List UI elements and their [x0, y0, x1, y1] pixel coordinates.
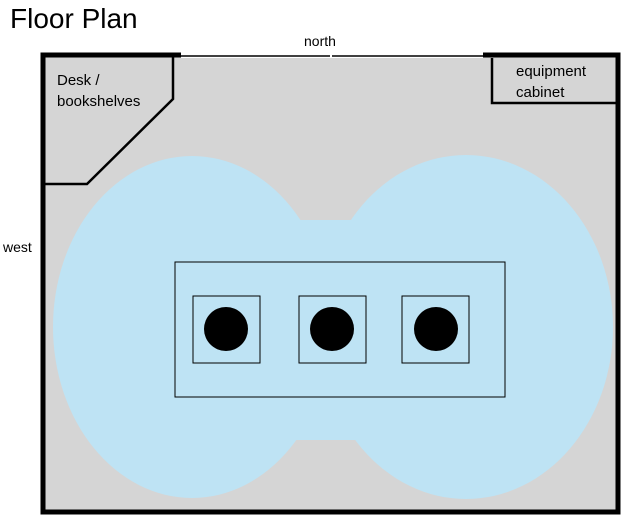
west-label: west: [3, 239, 32, 255]
speaker-cone: [414, 307, 458, 351]
speaker-box: [298, 295, 367, 364]
equipment-cabinet-outline: [490, 58, 616, 105]
speaker-array-frame: [174, 261, 506, 398]
equipment-cabinet-label: equipment cabinet: [516, 63, 587, 101]
speaker-cone: [204, 307, 248, 351]
speaker-box: [401, 295, 470, 364]
speaker-3: [401, 295, 470, 364]
page-title: Floor Plan: [10, 3, 138, 34]
north-label: north: [304, 33, 336, 49]
desk-bookshelves-label: Desk / bookshelves: [57, 72, 141, 110]
speaker-2: [298, 295, 367, 364]
speaker-cone: [310, 307, 354, 351]
room-walls: [40, 52, 621, 515]
desk-area-outline: [45, 57, 175, 186]
speaker-box: [192, 295, 261, 364]
speaker-1: [192, 295, 261, 364]
